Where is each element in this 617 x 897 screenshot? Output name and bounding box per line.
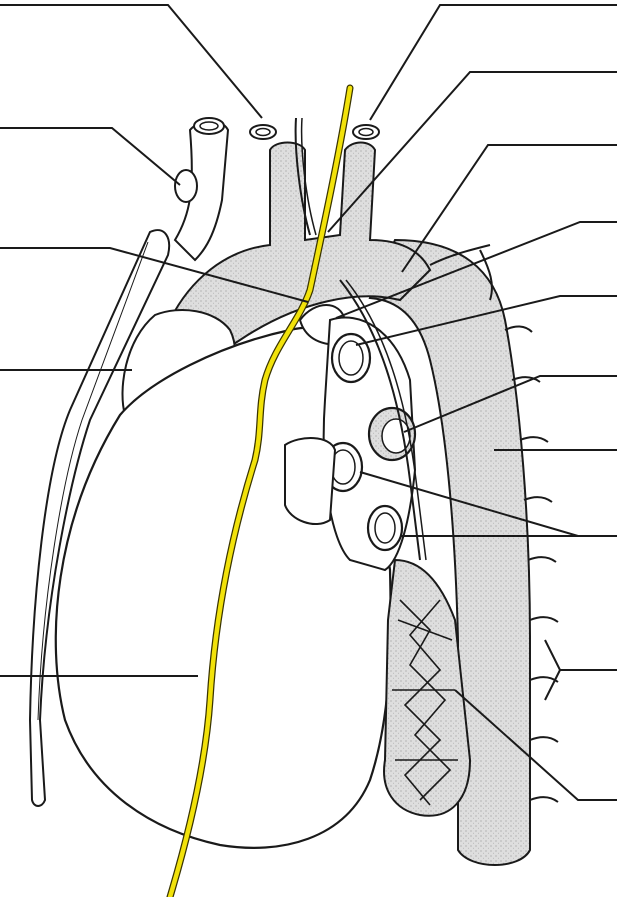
leader-line-right-5 <box>355 295 617 346</box>
leader-lines-left <box>0 4 309 677</box>
leader-lines-right <box>327 4 617 801</box>
leader-line-right-1 <box>369 4 617 121</box>
thin-vessel <box>294 117 311 236</box>
long-vessel-left <box>28 229 170 807</box>
leader-line-right-11 <box>454 689 617 801</box>
aortic-arch <box>169 141 432 365</box>
leader-line-left-2 <box>0 127 181 186</box>
leader-line-left-3 <box>0 247 309 303</box>
pericardial-flap <box>284 437 337 525</box>
esophageal-plexus <box>383 558 472 817</box>
leader-line-right-3 <box>401 144 617 273</box>
leader-line-right-6 <box>403 375 617 433</box>
vessel-bulge <box>174 169 198 203</box>
leader-line-left-1 <box>0 4 263 119</box>
leader-line-right-4 <box>335 221 617 319</box>
leader-line-right-2 <box>327 71 617 233</box>
vagus-trunk <box>339 279 421 561</box>
nerve-network <box>392 599 458 806</box>
intercostal-branches <box>429 244 559 803</box>
leader-line-right-10 <box>544 639 617 701</box>
